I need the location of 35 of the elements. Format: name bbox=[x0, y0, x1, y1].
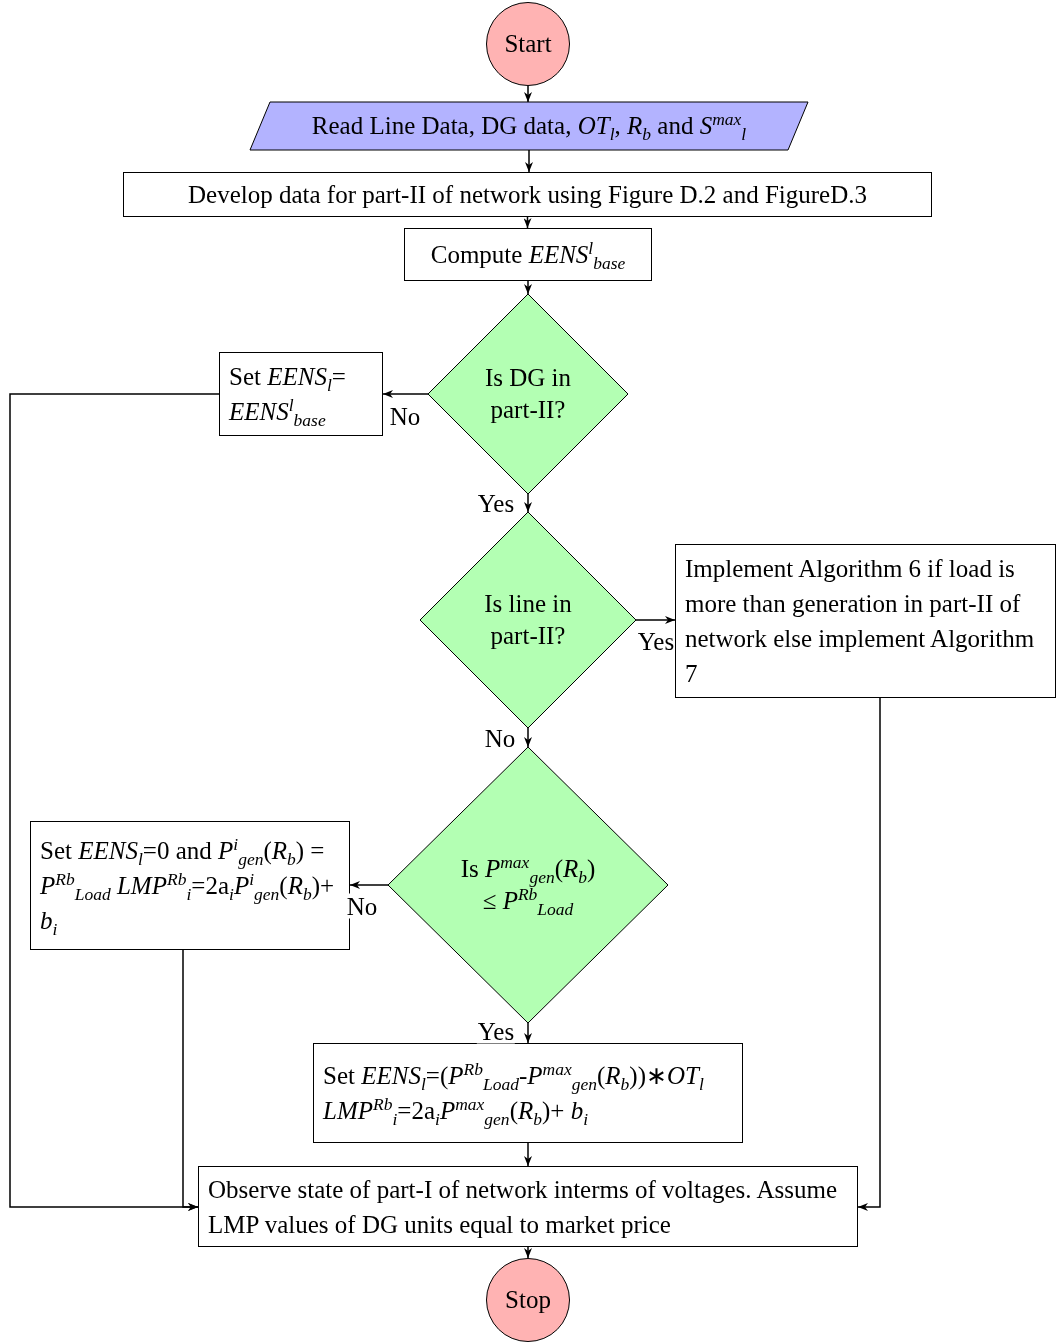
arrow bbox=[857, 697, 881, 1211]
process-box bbox=[313, 1043, 743, 1143]
process-box bbox=[198, 1166, 858, 1247]
process-box bbox=[675, 544, 1056, 698]
input-parallelogram bbox=[250, 102, 808, 150]
arrow bbox=[524, 1142, 532, 1167]
node-text: Is line in part-II? bbox=[483, 588, 573, 651]
process-box bbox=[219, 352, 383, 436]
arrow bbox=[635, 616, 676, 624]
node-text: Set EENS$_{l}$=0 and P$^{i}$$_{gen}$(R$_{b}$) = P$^{Rb}$$_{Load}$ LMP$^{Rb}$$_{i}$=2a$_{i}$P$^{i}$$_{gen}$(R$_{b}$)+ b$_{i}$ bbox=[40, 833, 336, 938]
process-box bbox=[404, 228, 652, 281]
arrow bbox=[524, 1246, 532, 1259]
arrow bbox=[524, 1022, 532, 1044]
process-box bbox=[123, 172, 932, 217]
arrow bbox=[524, 85, 532, 103]
arrow bbox=[523, 216, 532, 229]
node-text: Is DG in part-II? bbox=[483, 362, 573, 425]
node-text: Implement Algorithm 6 if load is more than generation in part-II of network else implement Algorithm 7 bbox=[685, 554, 1036, 689]
node-text: Stop bbox=[505, 1284, 551, 1315]
node-text: Set EENS$_{l}$=(P$^{Rb}$$_{Load}$-P$^{max}$$_{gen}$(R$_{b}$))∗OT$_{l}$ LMP$^{Rb}$$_{i}$=2a$_{i}$P$^{max}$$_{gen}$(R$_{b}$)+ b$_{i}$ bbox=[323, 1058, 705, 1128]
decision-diamond bbox=[428, 294, 628, 494]
node-text: Start bbox=[504, 28, 552, 59]
arrow bbox=[382, 390, 429, 398]
arrow bbox=[524, 280, 532, 295]
edge-label: No bbox=[345, 893, 379, 919]
decision-diamond bbox=[388, 747, 668, 1023]
node-text: Observe state of part-I of network interms of voltages. Assume LMP values of DG units equal to market price bbox=[208, 1174, 838, 1240]
arrow bbox=[182, 949, 199, 1211]
arrow bbox=[524, 727, 532, 748]
arrow bbox=[349, 881, 389, 889]
arrow bbox=[524, 493, 532, 513]
arrow bbox=[525, 149, 533, 173]
arrow bbox=[9, 393, 220, 1211]
decision-diamond bbox=[420, 512, 636, 728]
node-text: Develop data for part-II of network using Figure D.2 and FigureD.3 bbox=[188, 180, 867, 210]
